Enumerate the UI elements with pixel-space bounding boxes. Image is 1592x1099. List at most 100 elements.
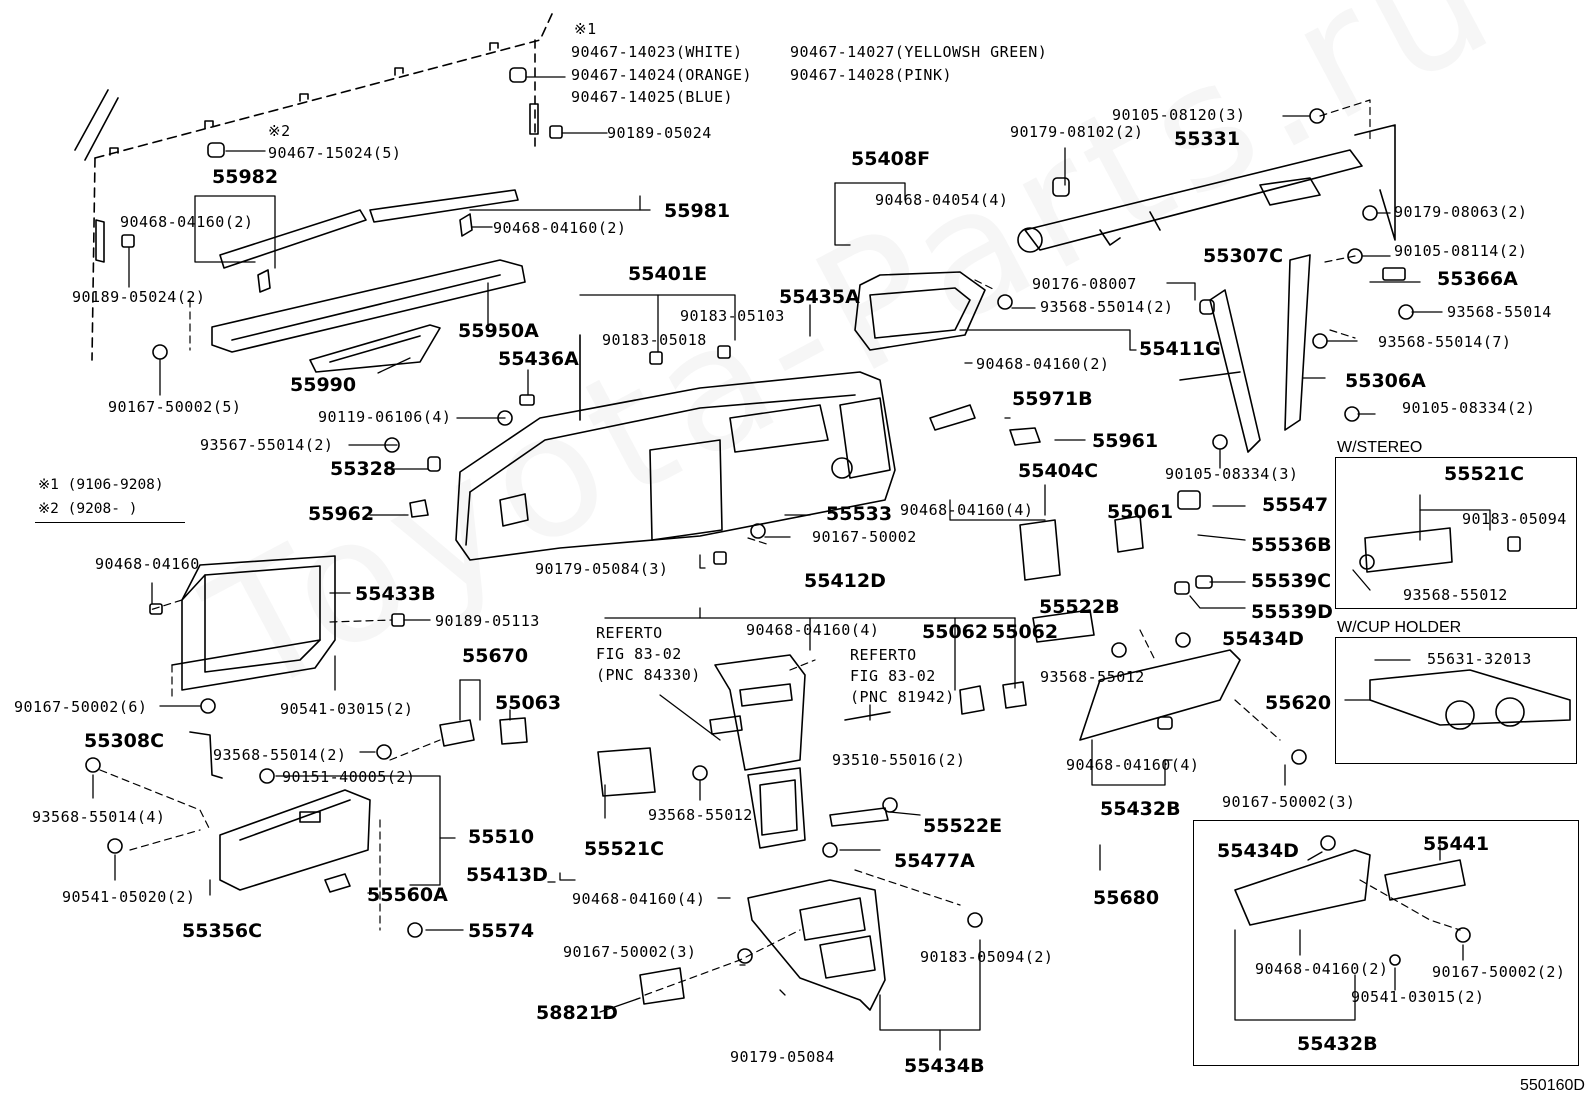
reinforcement-55331	[1017, 124, 1396, 253]
label-55061: 55061	[1107, 501, 1174, 523]
label-55536B: 55536B	[1251, 534, 1332, 556]
label-90167-50002-3a: 90167-50002(3)	[1222, 793, 1356, 811]
label-90189-05024: 90189-05024	[607, 124, 712, 142]
label-55961: 55961	[1092, 430, 1159, 452]
inset-cupholder-box	[1335, 637, 1577, 764]
label-90179-08102: 90179-08102(2)	[1010, 123, 1144, 141]
label-55411G: 55411G	[1139, 338, 1221, 360]
label-55328: 55328	[330, 458, 397, 480]
label-55434D-b: 55434D	[1217, 840, 1299, 862]
label-93510-55016: 93510-55016(2)	[832, 751, 966, 769]
label-90468-04160-right: 90468-04160(2)	[493, 219, 627, 237]
label-90467-14028: 90467-14028(PINK)	[790, 66, 953, 84]
label-93568-55012-b: 93568-55012	[648, 806, 753, 824]
label-90183-05094: 90183-05094	[1462, 510, 1567, 528]
label-90189-05113: 90189-05113	[435, 612, 540, 630]
label-90179-08063: 90179-08063(2)	[1394, 203, 1528, 221]
ref1-line-a: REFERTO	[596, 624, 663, 642]
label-55990: 55990	[290, 374, 357, 396]
cluster-hood	[854, 271, 1041, 446]
label-55547: 55547	[1262, 494, 1329, 516]
label-90183-05018: 90183-05018	[602, 331, 707, 349]
label-55521C-a: 55521C	[584, 838, 665, 860]
label-90467-14024: 90467-14024(ORANGE)	[571, 66, 753, 84]
screw-icons	[85, 108, 1471, 966]
label-90105-08120: 90105-08120(3)	[1112, 106, 1246, 124]
label-93568-55012-a: 93568-55012	[1040, 668, 1145, 686]
label-55062-a: 55062	[922, 621, 989, 643]
label-93567-55014: 93567-55014(2)	[200, 436, 334, 454]
label-55436A: 55436A	[498, 348, 579, 370]
label-55670: 55670	[462, 645, 529, 667]
label-55433B: 55433B	[355, 583, 436, 605]
label-90468-04160-4c: 90468-04160(4)	[572, 890, 706, 908]
label-90183-05094-2: 90183-05094(2)	[920, 948, 1054, 966]
ref2-line-b: FIG 83-02	[850, 667, 936, 685]
label-90541-03015-2x: 90541-03015(2)	[1351, 988, 1485, 1006]
label-55435A: 55435A	[779, 286, 860, 308]
inset-stereo-title: W/STEREO	[1337, 439, 1423, 456]
label-55062-b: 55062	[992, 621, 1059, 643]
label-90468-04054: 90468-04054(4)	[875, 191, 1009, 209]
label-90105-08334-2: 90105-08334(2)	[1402, 399, 1536, 417]
label-55307C: 55307C	[1203, 245, 1284, 267]
label-90119-06106: 90119-06106(4)	[318, 408, 452, 426]
label-55971B: 55971B	[1012, 388, 1093, 410]
windshield-outline	[74, 13, 553, 361]
ref1-line-c: (PNC 84330)	[596, 666, 701, 684]
label-90468-04160-left: 90468-04160(2)	[120, 213, 254, 231]
label-90468-04160-4b: 90468-04160(4)	[746, 621, 880, 639]
glovebox-door	[219, 789, 371, 893]
label-55432B-b: 55432B	[1297, 1033, 1378, 1055]
label-90467-14025: 90467-14025(BLUE)	[571, 88, 734, 106]
label-93568-55014-4: 93568-55014(4)	[32, 808, 166, 826]
label-55477A: 55477A	[894, 850, 975, 872]
legend-key-1: ※1 (9106-9208)	[38, 477, 164, 493]
label-90176-08007: 90176-08007	[1032, 275, 1137, 293]
label-55560A: 55560A	[367, 884, 448, 906]
label-90189-05024-2: 90189-05024(2)	[72, 288, 206, 306]
leader-lines	[92, 76, 1491, 1051]
label-55408F: 55408F	[851, 148, 931, 170]
legend-underline	[35, 522, 185, 523]
label-55510: 55510	[468, 826, 535, 848]
label-90105-08114: 90105-08114(2)	[1394, 242, 1528, 260]
label-55620: 55620	[1265, 692, 1332, 714]
label-55432B-a: 55432B	[1100, 798, 1181, 820]
label-90467-14023: 90467-14023(WHITE)	[571, 43, 743, 61]
label-55981: 55981	[664, 200, 731, 222]
label-55434D-a: 55434D	[1222, 628, 1304, 650]
label-58821D: 58821D	[536, 1002, 618, 1024]
label-90468-04160: 90468-04160	[95, 555, 200, 573]
label-90468-04160-4d: 90468-04160(4)	[1066, 756, 1200, 774]
garnish-55982-55981	[219, 189, 519, 293]
ref1-line-b: FIG 83-02	[596, 645, 682, 663]
label-55404C: 55404C	[1018, 460, 1099, 482]
label-90167-50002-3b: 90167-50002(3)	[563, 943, 697, 961]
label-90541-03015-2a: 90541-03015(2)	[280, 700, 414, 718]
label-93568-55014-7: 93568-55014(7)	[1378, 333, 1512, 351]
label-55631-32013: 55631-32013	[1427, 650, 1532, 668]
figure-code: 550160D	[1520, 1077, 1585, 1094]
legend-key-2: ※2 (9208- )	[38, 501, 138, 517]
label-55950A: 55950A	[458, 320, 539, 342]
label-93568-55014-2a: 93568-55014(2)	[1040, 298, 1174, 316]
label-90167-50002-5: 90167-50002(5)	[108, 398, 242, 416]
label-90179-05084: 90179-05084	[730, 1048, 835, 1066]
instrument-panel	[455, 334, 896, 561]
small-parts-left	[189, 499, 528, 779]
ref2-line-c: (PNC 81942)	[850, 688, 955, 706]
label-55533: 55533	[826, 503, 893, 525]
brackets	[1179, 254, 1311, 453]
label-90468-04160-g: 90468-04160(2)	[976, 355, 1110, 373]
label-55539C: 55539C	[1251, 570, 1332, 592]
label-55356C: 55356C	[182, 920, 263, 942]
label-55441: 55441	[1423, 833, 1490, 855]
label-55521C-b: 55521C	[1444, 463, 1525, 485]
label-55306A: 55306A	[1345, 370, 1426, 392]
label-55522E: 55522E	[923, 815, 1003, 837]
label-90167-50002-6: 90167-50002(6)	[14, 698, 148, 716]
dashed-lines	[99, 99, 1461, 996]
floor-console	[639, 879, 886, 1011]
